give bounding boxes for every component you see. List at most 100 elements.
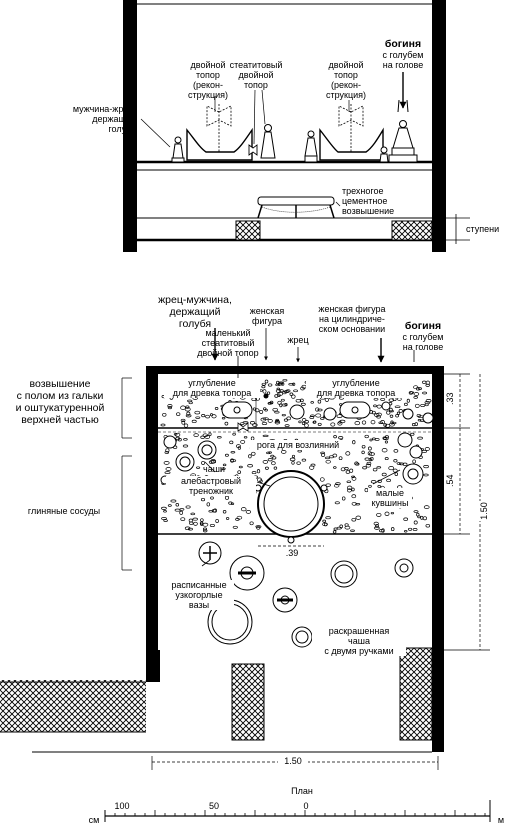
pebble [317, 399, 322, 404]
horns-of-consecration-left-icon [186, 127, 253, 161]
scale-tick-100: 100 [114, 801, 130, 811]
label-plan-goddess-note: с голубем на голове [402, 332, 444, 352]
pebble [225, 517, 230, 520]
pebble [208, 432, 212, 437]
pebble [312, 420, 317, 424]
goddess-figurine-icon [379, 99, 418, 163]
pebble [355, 515, 362, 520]
pebble [424, 403, 429, 407]
pebble [381, 528, 385, 533]
pebble [237, 470, 242, 474]
elevation-step-block-left [235, 220, 261, 241]
pebble [288, 383, 294, 386]
pebble [386, 410, 391, 415]
double-axe-right-icon [338, 104, 364, 152]
pebble [209, 413, 214, 417]
clay-vessels-right-icon [291, 558, 414, 648]
pebble [175, 436, 180, 441]
pebble [310, 401, 314, 404]
pebble [281, 413, 286, 417]
pebble [202, 527, 208, 531]
label-plan-goddess: богиня [404, 320, 442, 332]
pebble [373, 521, 379, 526]
pebble [221, 417, 226, 420]
pebble [174, 432, 181, 437]
pebble [201, 460, 206, 465]
pebble [206, 502, 211, 507]
pebble [301, 421, 306, 425]
pebble [420, 515, 424, 520]
pebble [371, 437, 376, 441]
pebble [332, 453, 338, 458]
pebble [210, 496, 214, 500]
pebble [321, 453, 326, 457]
pebble [200, 435, 205, 439]
pebble [374, 526, 380, 530]
pebble [388, 466, 395, 471]
label-axe-socket-right: углубление для древка топора [306, 378, 406, 398]
pebble [398, 462, 405, 466]
pebble [163, 519, 168, 522]
pebble [374, 413, 380, 417]
pebble [340, 467, 346, 472]
pebble [180, 517, 186, 521]
pebble [380, 397, 386, 401]
pebble [296, 461, 301, 465]
pebble [292, 382, 296, 386]
pebble [249, 521, 254, 526]
pebble [317, 422, 322, 426]
pebble [181, 420, 186, 425]
pebble [388, 409, 394, 413]
pebble [333, 466, 337, 469]
priest-figurine-icon [171, 136, 185, 163]
pebble [266, 451, 271, 455]
pebble [345, 451, 351, 456]
pebble [190, 512, 196, 516]
pebble [222, 463, 227, 467]
pebble [389, 414, 394, 418]
pebble [271, 461, 276, 466]
pebble [236, 515, 243, 520]
label-elevation-goddess: богиня [384, 38, 422, 50]
pebble [422, 391, 428, 395]
pebble [408, 391, 414, 395]
pebble [262, 389, 267, 394]
pebble [341, 496, 346, 501]
pebble [422, 516, 427, 521]
pebble [267, 391, 271, 395]
pebble [344, 525, 351, 530]
pebble [425, 523, 431, 528]
pebble [167, 504, 172, 507]
pebble [175, 503, 180, 507]
pebble [243, 435, 248, 439]
pebble [388, 398, 394, 402]
pebble [184, 407, 191, 412]
elevation-section [123, 0, 470, 252]
pebble [259, 479, 263, 483]
pebble [183, 423, 189, 428]
dim-39: .39 [285, 548, 299, 558]
pebble [364, 434, 369, 439]
pebble [262, 460, 269, 464]
pebble [165, 467, 172, 471]
pebble [322, 519, 327, 523]
label-tripod-platform: трехногое цементное возвышение [342, 186, 395, 216]
label-cups: чаши [203, 464, 225, 474]
pebble [264, 408, 268, 412]
axe-socket-left-icon [221, 401, 253, 419]
pebble [209, 523, 215, 528]
pebble [376, 512, 382, 517]
pebble [424, 401, 431, 405]
pebble [240, 439, 246, 444]
pebble [232, 525, 238, 529]
pebble [286, 416, 292, 421]
pebble [413, 520, 418, 525]
pebble [424, 447, 430, 451]
pebble [242, 421, 249, 424]
pebble [350, 529, 355, 532]
label-steps: ступени [466, 224, 500, 234]
pebble [335, 482, 341, 486]
pebble [230, 459, 237, 462]
pebble [315, 413, 322, 418]
pebble [274, 420, 281, 425]
